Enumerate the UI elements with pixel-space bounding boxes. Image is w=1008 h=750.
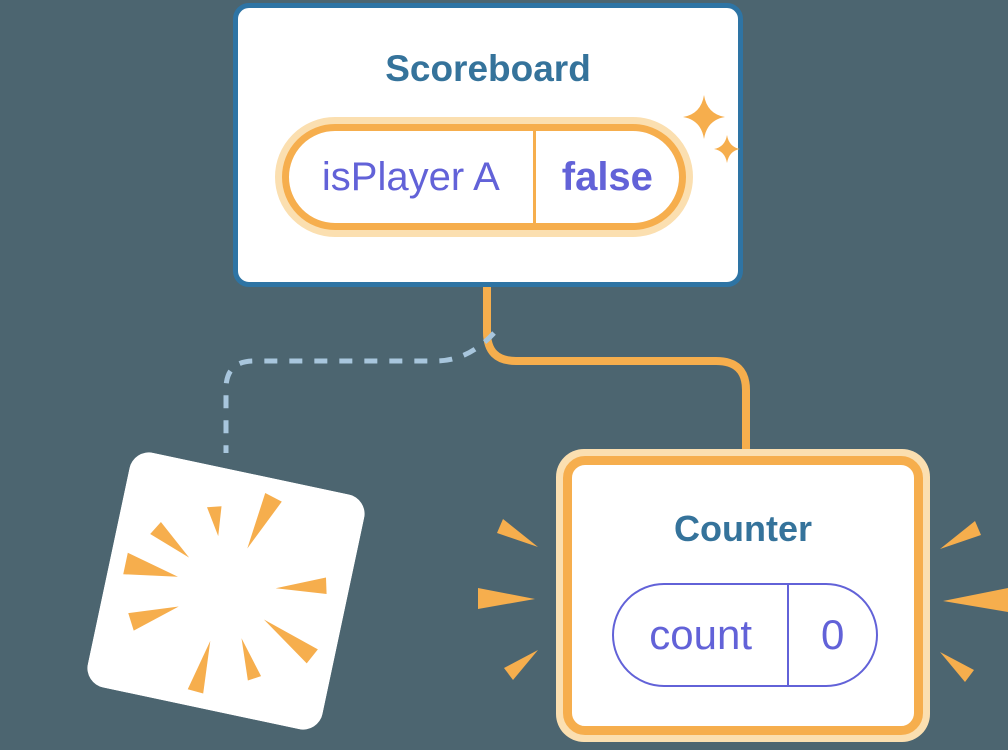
scoreboard-title: Scoreboard [385,48,591,89]
sparkle-icon [683,95,740,163]
counter-title: Counter [674,508,812,549]
count-name: count [649,611,753,658]
burst-icon [123,493,327,694]
count-value: 0 [820,611,845,658]
state-name: isPlayer A [321,154,500,199]
connector-line-removed [223,331,496,453]
state-pill-inner: isPlayer A false [282,124,686,230]
destroyed-card-body [87,452,365,730]
counter-state-pill: count 0 [612,583,878,687]
destroyed-card [87,452,365,730]
spark-rays-left-icon [478,519,538,680]
connector-line-kept [483,287,750,452]
spark-rays-right-icon [940,521,1008,682]
count-pill-divider [787,585,790,685]
state-value: false [561,154,653,199]
state-pill-divider [532,131,536,223]
scoreboard-state-pill: isPlayer A false [275,117,693,237]
